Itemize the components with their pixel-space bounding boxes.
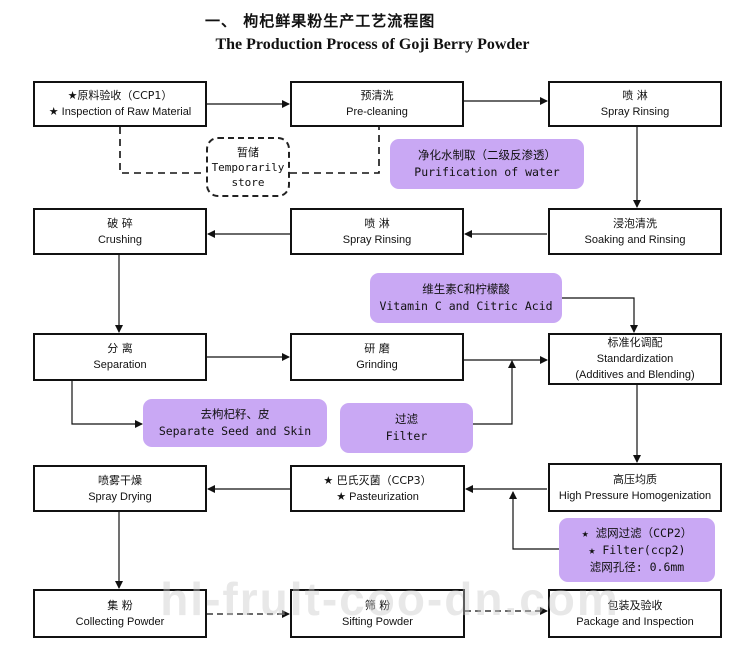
- node-collecting: 集 粉 Collecting Powder: [33, 589, 207, 638]
- node-inspection-cn: ★原料验收（CCP1）: [67, 89, 173, 102]
- node-spray-rinsing-2: 喷 淋 Spray Rinsing: [290, 208, 464, 255]
- node-crushing: 破 碎 Crushing: [33, 208, 207, 255]
- node-crushing-cn: 破 碎: [107, 216, 133, 230]
- node-homogenization-en: High Pressure Homogenization: [558, 489, 712, 502]
- node-inspection-en: ★ Inspection of Raw Material: [48, 106, 192, 118]
- node-temporarily-store-en1: Temporarily: [211, 160, 285, 174]
- arrow-filter-ccp2-to-line: [509, 491, 559, 550]
- node-grinding-en: Grinding: [356, 359, 398, 371]
- english-title: The Production Process of Goji Berry Pow…: [215, 36, 530, 53]
- note-separate-seed-en: Separate Seed and Skin: [158, 424, 312, 438]
- node-soaking-cn: 浸泡清洗: [613, 216, 657, 230]
- note-filter-ccp2-size: 滤网孔径: 0.6mm: [589, 559, 685, 574]
- node-sifting-cn: 筛 粉: [364, 598, 391, 612]
- node-spray-drying-en: Spray Drying: [88, 490, 152, 503]
- note-vitamin-cn: 维生素C和柠檬酸: [422, 282, 510, 296]
- node-precleaning-cn: 预清洗: [360, 89, 394, 102]
- note-purification-en: Purification of water: [414, 165, 560, 179]
- node-sifting-en: Sifting Powder: [342, 615, 413, 628]
- node-spray-drying-cn: 喷雾干燥: [98, 473, 142, 487]
- note-vitamin-en: Vitamin C and Citric Acid: [379, 299, 553, 313]
- node-separation: 分 离 Separation: [33, 333, 207, 381]
- node-standardization-en: Standardization: [596, 353, 674, 365]
- node-precleaning-en: Pre-cleaning: [346, 106, 408, 118]
- node-pasteurization: ★ 巴氏灭菌（CCP3） ★ Pasteurization: [290, 465, 465, 512]
- note-vitamin: 维生素C和柠檬酸 Vitamin C and Citric Acid: [370, 273, 562, 323]
- arrow-separation-to-seed: [71, 381, 143, 428]
- node-collecting-en: Collecting Powder: [75, 615, 165, 628]
- node-temporarily-store-en2: store: [231, 175, 265, 189]
- note-filter-en: Filter: [385, 429, 428, 443]
- dashed-temporary-store-loop: [119, 127, 380, 174]
- node-spray-rinsing-1: 喷 淋 Spray Rinsing: [548, 81, 722, 127]
- node-spray-rinsing-2-cn: 喷 淋: [364, 216, 390, 230]
- node-spray-rinsing-2-en: Spray Rinsing: [342, 233, 412, 246]
- node-pasteurization-cn: ★ 巴氏灭菌（CCP3）: [323, 473, 432, 487]
- node-sifting: 筛 粉 Sifting Powder: [290, 589, 465, 638]
- note-separate-seed-cn: 去枸杞籽、皮: [200, 407, 270, 421]
- note-filter: 过滤 Filter: [340, 403, 473, 453]
- node-packaging: 包装及验收 Package and Inspection: [548, 589, 722, 638]
- node-grinding-cn: 研 磨: [364, 342, 390, 355]
- note-purification-cn: 净化水制取（二级反渗透）: [418, 148, 556, 162]
- note-filter-ccp2-en: ★ Filter(ccp2): [588, 542, 686, 557]
- node-standardization: 标准化调配 Standardization (Additives and Ble…: [548, 333, 722, 385]
- chinese-title: 一、 枸杞鲜果粉生产工艺流程图: [205, 12, 436, 30]
- arrow-vitamin-to-standardization: [562, 297, 638, 333]
- node-soaking-en: Soaking and Rinsing: [584, 233, 686, 246]
- node-packaging-en: Package and Inspection: [576, 615, 694, 628]
- node-packaging-cn: 包装及验收: [607, 598, 663, 612]
- node-homogenization-cn: 高压均质: [613, 472, 657, 486]
- note-filter-cn: 过滤: [395, 412, 418, 426]
- arrow-filter-to-grinding-line: [473, 360, 516, 425]
- note-filter-ccp2: ★ 滤网过滤（CCP2） ★ Filter(ccp2) 滤网孔径: 0.6mm: [559, 518, 715, 582]
- node-separation-en: Separation: [93, 359, 147, 371]
- node-collecting-cn: 集 粉: [107, 598, 133, 612]
- node-spray-rinsing-1-en: Spray Rinsing: [600, 106, 670, 118]
- note-separate-seed: 去枸杞籽、皮 Separate Seed and Skin: [143, 399, 327, 447]
- node-crushing-en: Crushing: [97, 233, 143, 246]
- node-pasteurization-en: ★ Pasteurization: [336, 490, 419, 503]
- node-homogenization: 高压均质 High Pressure Homogenization: [548, 463, 722, 512]
- node-standardization-sub: (Additives and Blending): [575, 369, 695, 381]
- node-temporarily-store: 暂储 Temporarily store: [206, 137, 290, 197]
- node-inspection: ★原料验收（CCP1） ★ Inspection of Raw Material: [33, 81, 207, 127]
- node-temporarily-store-cn: 暂储: [237, 145, 259, 159]
- node-precleaning: 预清洗 Pre-cleaning: [290, 81, 464, 127]
- node-separation-cn: 分 离: [107, 342, 133, 355]
- node-standardization-cn: 标准化调配: [607, 336, 663, 349]
- note-filter-ccp2-cn: ★ 滤网过滤（CCP2）: [581, 525, 693, 540]
- node-soaking: 浸泡清洗 Soaking and Rinsing: [548, 208, 722, 255]
- note-purification: 净化水制取（二级反渗透） Purification of water: [390, 139, 584, 189]
- node-spray-rinsing-1-cn: 喷 淋: [622, 89, 648, 102]
- node-spray-drying: 喷雾干燥 Spray Drying: [33, 465, 207, 512]
- node-grinding: 研 磨 Grinding: [290, 333, 464, 381]
